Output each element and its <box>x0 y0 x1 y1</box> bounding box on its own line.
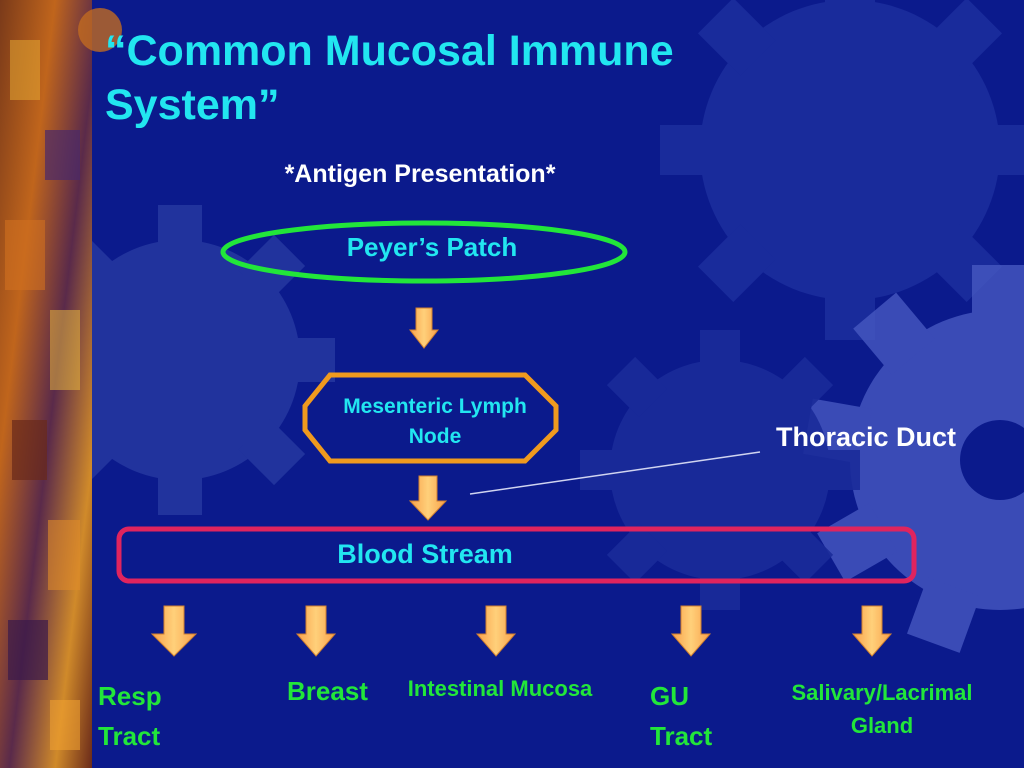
blood-stream-box <box>116 526 917 584</box>
arrow-to-intestinal-mucosa <box>475 605 517 657</box>
decorative-gear-right <box>803 265 1024 653</box>
mesenteric-node-octagon <box>302 372 559 464</box>
salivary-lacrimal-gland-label: Salivary/Lacrimal Gland <box>791 680 973 738</box>
arrow-to-gu-tract <box>670 605 712 657</box>
resp-tract-label: Resp Tract <box>98 681 162 751</box>
gu-tract-label: GU Tract <box>650 681 713 751</box>
peyer-patch-oval <box>220 220 628 284</box>
arrow-node-to-blood <box>408 475 448 521</box>
thoracic-duct-connector <box>469 451 761 495</box>
mesenteric-node-label: Mesenteric Lymph Node <box>343 395 527 448</box>
arrow-peyer-to-node <box>408 307 440 349</box>
peyer-patch-label: Peyer’s Patch <box>346 232 518 262</box>
arrow-to-salivary-gland <box>851 605 893 657</box>
breast-label: Breast <box>287 676 368 706</box>
thoracic-duct-label: Thoracic Duct <box>776 422 957 452</box>
arrow-to-resp-tract <box>150 605 198 657</box>
intestinal-mucosa-label: Intestinal Mucosa <box>407 676 593 701</box>
decorative-gear-bottom <box>580 330 860 610</box>
decorative-gear-large <box>660 0 1024 340</box>
slide-subtitle: *Antigen Presentation* <box>284 160 556 188</box>
arrow-to-breast <box>295 605 337 657</box>
blood-stream-label: Blood Stream <box>337 539 513 569</box>
decorative-side-strip <box>0 0 122 768</box>
slide-title: “Common Mucosal Immune System” <box>105 27 674 129</box>
